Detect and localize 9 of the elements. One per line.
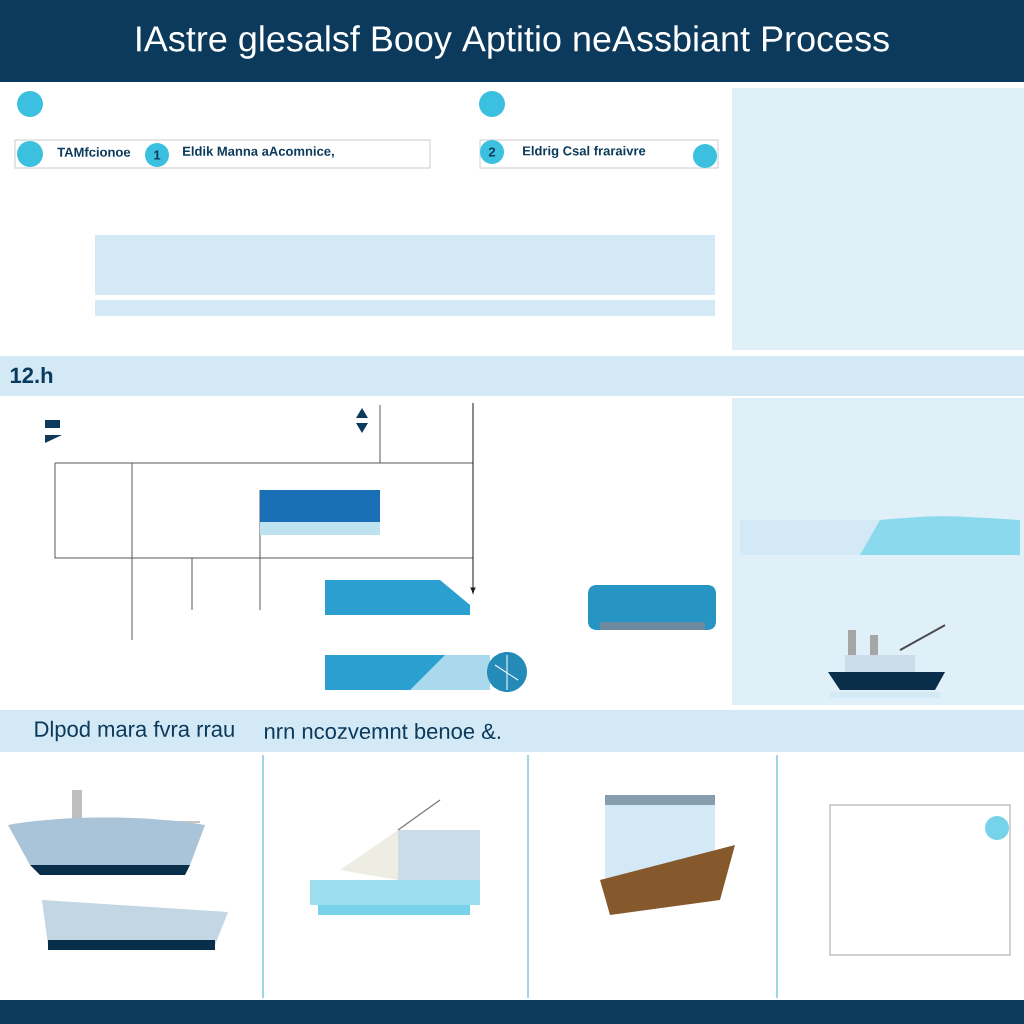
title-bar: IAstre glesalsf Booy Aptitio neAssbiant Process [0,0,1024,82]
section-heading: Dlpod mara fvra rrau [35,720,234,742]
step-label: TAMfcionoe [57,147,131,157]
section-number: 12.h [10,367,53,383]
step-label: Eldik Manna aAcomnice, [183,146,334,158]
step-badge: 1 [145,143,169,167]
step-label: Eldrig Csal fraraivre [523,145,646,159]
step-badge: 2 [480,140,504,164]
section-heading: nrn ncozvemnt benoe &. [265,722,500,740]
